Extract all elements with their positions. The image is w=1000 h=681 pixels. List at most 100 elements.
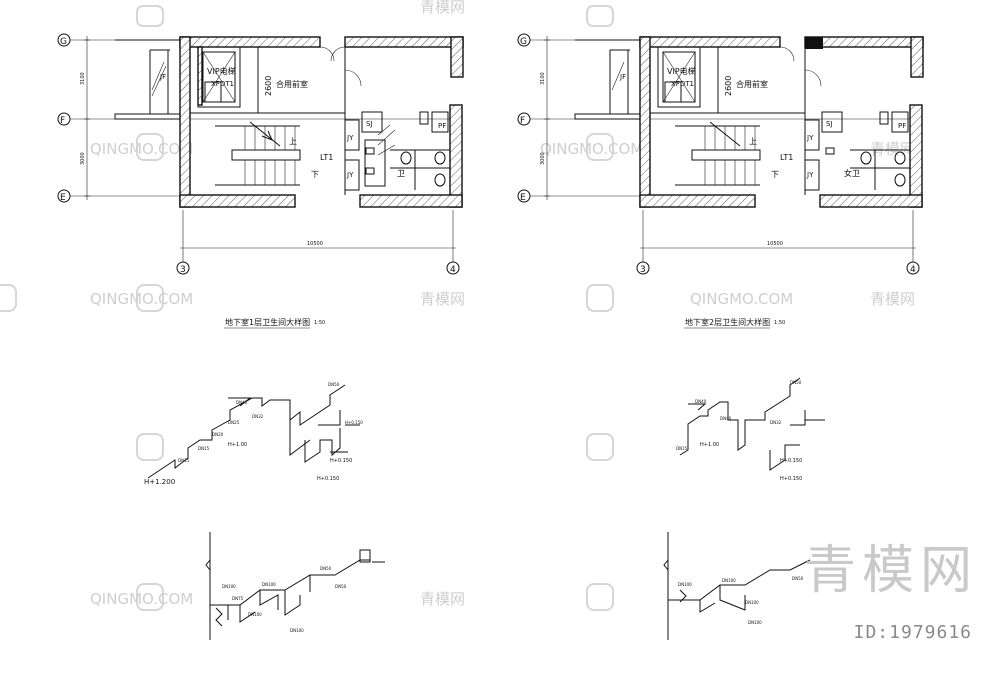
- elevation-label: H+0.150: [330, 458, 352, 464]
- image-id: ID:1979616: [853, 622, 972, 643]
- elevator-label: VIP电梯: [667, 66, 696, 76]
- water-supply-isometric-2: DN40 DN32 DN15 DN40 DN50 H+1.00 H+0.150 …: [676, 377, 825, 482]
- watermark-text: QINGMO.COM: [690, 290, 793, 308]
- drain-labels: DN100 DN100 DN100 DN50 DN100: [678, 576, 804, 625]
- elevator-code: XFDT1: [211, 80, 234, 88]
- stair-down-label: 下: [311, 170, 319, 179]
- drawing-caption: 地下室1层卫生间大样图: [225, 317, 310, 327]
- toilet-area: [344, 111, 450, 191]
- elevation-label: H+0.150: [780, 476, 802, 482]
- watermark-cn: 青模网: [870, 290, 915, 308]
- room-labels: VIP电梯 XFDT1 合用前室 2600 LT1 上 下 JF JY JY S…: [159, 66, 446, 179]
- drainage-isometric-1: DN100 DN100 DN75 DN100 DN50 DN100 DN50: [205, 532, 385, 640]
- drainage-isometric-2: DN100 DN100 DN100 DN50 DN100: [663, 532, 811, 640]
- watermark-cn: 青模网: [420, 0, 465, 16]
- watermark-text: QINGMO.COM: [90, 590, 193, 608]
- pipe-size-label: DN40: [236, 400, 248, 405]
- grid-axis: G F E 3 4 10500 3100 3000: [57, 33, 460, 275]
- sj-label: SJ: [826, 120, 833, 128]
- elevator-label: VIP电梯: [207, 66, 236, 76]
- dim-overall: 10500: [767, 241, 783, 247]
- dim-low-span: 3000: [540, 152, 546, 165]
- drain-size-label: DN100: [678, 582, 692, 587]
- drawing-caption: 地下室2层卫生间大样图: [685, 317, 770, 327]
- walls: [179, 36, 464, 208]
- drawing-scale: 1:50: [314, 320, 325, 326]
- dim-top-span: 3100: [540, 72, 546, 85]
- stair-up-label: 上: [289, 137, 297, 146]
- axis-label-g: G: [60, 37, 67, 47]
- pipe-size-label: DN32: [252, 414, 264, 419]
- axis-label-4: 4: [910, 265, 916, 275]
- elevation-label: H+0.150: [345, 420, 363, 425]
- pipe-size-label: DN32: [770, 420, 782, 425]
- watermark-text: QINGMO.COM: [540, 140, 643, 158]
- brand-watermark: 青模网: [803, 541, 978, 601]
- watermark-text: QINGMO.COM: [90, 140, 193, 158]
- shaft-jf: [574, 39, 641, 120]
- drain-size-label: DN50: [335, 584, 347, 589]
- elevation-label: H+0.150: [780, 458, 802, 464]
- drain-size-label: DN100: [248, 612, 262, 617]
- shaft-jf-label: JF: [159, 73, 166, 81]
- watermark-cn: 青模网: [420, 290, 465, 308]
- rooms: [574, 39, 910, 195]
- pipe-size-label: DN15: [198, 446, 210, 451]
- drain-size-label: DN100: [745, 600, 759, 605]
- watermark-cn: 青模网: [870, 140, 915, 158]
- drawing-scale: 1:50: [774, 320, 785, 326]
- elevation-label: H+1.200: [144, 478, 175, 486]
- water-supply-isometric-1: DN40 DN32 DN25 DN20 DN15 DN15 DN50 H+1.2…: [144, 382, 363, 486]
- toilet-label: 卫: [397, 169, 405, 178]
- drain-size-label: DN75: [232, 596, 244, 601]
- pipe-size-label: DN40: [695, 399, 707, 404]
- staircase: [215, 121, 301, 186]
- lift-room-dim: 2600: [724, 76, 733, 96]
- pipe-size-label: DN15: [178, 458, 190, 463]
- pipe-size-label: DN50: [790, 380, 802, 385]
- elevation-label: H+1.00: [228, 442, 247, 448]
- watermark-cn: 青模网: [420, 590, 465, 608]
- pf-label: PF: [438, 122, 446, 130]
- shaft-jf-label: JF: [619, 73, 626, 81]
- pipe-size-label: DN40: [720, 416, 732, 421]
- watermark-layer: QINGMO.COM QINGMO.COM QINGMO.COM QINGMO.…: [0, 0, 915, 611]
- drain-size-label: DN100: [722, 578, 736, 583]
- staircase: [675, 121, 761, 186]
- dim-low-span: 3000: [80, 152, 86, 165]
- axis-label-3: 3: [640, 265, 646, 275]
- lift-room-dim: 2600: [264, 76, 273, 96]
- axis-label-e: E: [520, 193, 526, 203]
- pf-label: PF: [898, 122, 906, 130]
- floor-plan-1: G F E 3 4 10500 3100 3000: [57, 33, 464, 329]
- axis-label-4: 4: [450, 265, 456, 275]
- dim-overall: 10500: [307, 241, 323, 247]
- shaft-jy-label: JY: [346, 171, 354, 179]
- shaft-jy-label: JY: [806, 171, 814, 179]
- rooms: [114, 39, 450, 195]
- toilet-label: 女卫: [844, 168, 860, 178]
- pipe-size-label: DN15: [676, 446, 688, 451]
- dim-top-span: 3100: [80, 72, 86, 85]
- drain-labels: DN100 DN100 DN75 DN100 DN50 DN100 DN50: [222, 566, 347, 633]
- drain-size-label: DN50: [320, 566, 332, 571]
- supply-labels: DN40 DN32 DN15 DN40 DN50 H+1.00 H+0.150 …: [676, 380, 802, 482]
- drain-size-label: DN50: [792, 576, 804, 581]
- sj-label: SJ: [366, 120, 373, 128]
- lobby-label: 合用前室: [276, 79, 308, 89]
- pipe-size-label: DN25: [228, 420, 240, 425]
- watermark-text: QINGMO.COM: [90, 290, 193, 308]
- pipe-size-label: DN50: [328, 382, 340, 387]
- room-labels: VIP电梯 XFDT1 合用前室 2600 LT1 上 下 JF JY JY S…: [619, 66, 906, 179]
- elevation-label: H+1.00: [700, 442, 719, 448]
- watermark-logo-icon: [0, 5, 614, 611]
- shaft-jy-label: JY: [806, 134, 814, 142]
- drain-size-label: DN100: [222, 584, 236, 589]
- stair-label: LT1: [320, 153, 333, 162]
- drain-size-label: DN100: [290, 628, 304, 633]
- stair-down-label: 下: [771, 170, 779, 179]
- axis-label-g: G: [520, 37, 527, 47]
- shaft-jy-label: JY: [346, 134, 354, 142]
- supply-labels: DN40 DN32 DN25 DN20 DN15 DN15 DN50 H+1.2…: [144, 382, 363, 486]
